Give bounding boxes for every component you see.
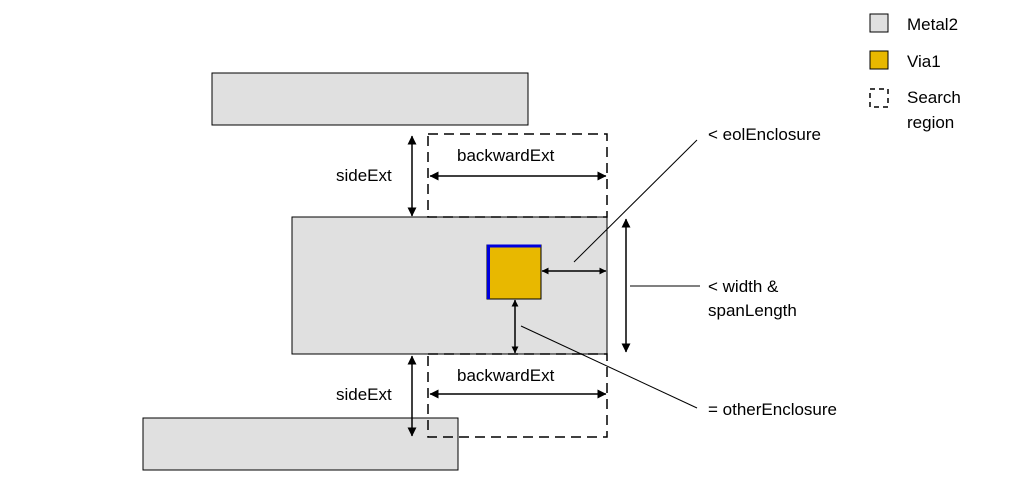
width-label-line1: < width & [708, 277, 779, 296]
legend-search-label-line2: region [907, 113, 954, 132]
search-region-top [427, 133, 608, 218]
legend-via1-label: Via1 [907, 52, 941, 71]
width-label-line2: spanLength [708, 301, 797, 320]
metal2-bottom-shape [142, 417, 459, 471]
search-region-swatch-icon [869, 88, 889, 108]
via1-swatch-icon [869, 50, 889, 70]
search-region-bottom [427, 353, 608, 438]
side-ext-top-label: sideExt [336, 166, 392, 185]
metal2-swatch-icon [869, 13, 889, 33]
eol-enclosure-label: < eolEnclosure [708, 125, 821, 144]
legend-search-label-line1: Search [907, 88, 961, 107]
metal2-center-shape [291, 216, 608, 355]
legend: Metal2 Via1 Search region [869, 13, 961, 132]
backward-ext-top-label: backwardExt [457, 146, 555, 165]
legend-metal2-label: Metal2 [907, 15, 958, 34]
other-enclosure-label: = otherEnclosure [708, 400, 837, 419]
backward-ext-bottom-label: backwardExt [457, 366, 555, 385]
via1-shape [486, 244, 542, 300]
other-enclosure-leader [520, 325, 698, 409]
side-ext-bottom-label: sideExt [336, 385, 392, 404]
metal2-top-shape [211, 72, 529, 126]
eol-enclosure-leader [573, 139, 698, 263]
